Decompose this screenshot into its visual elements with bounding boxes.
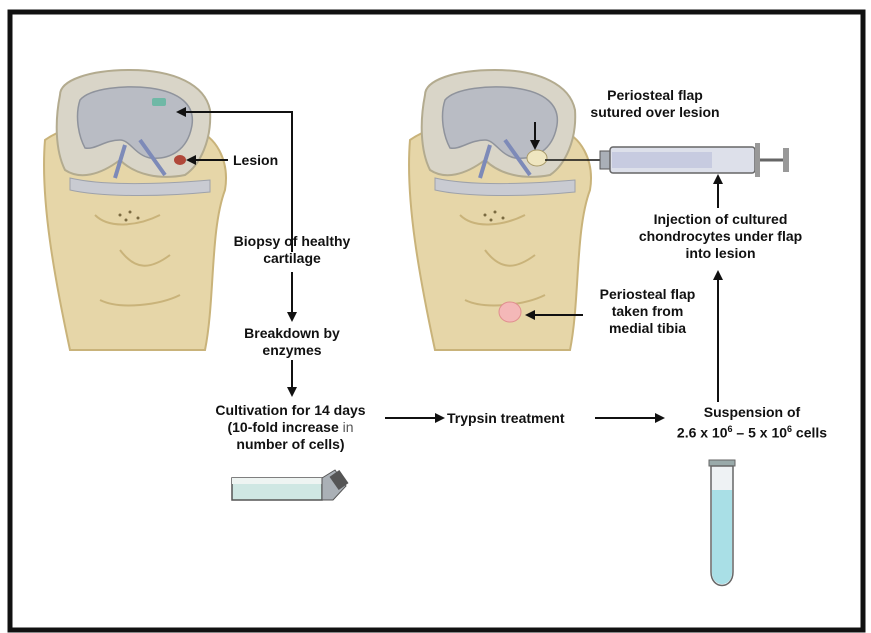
- suspension-base-1: 2.6 x 10: [677, 425, 728, 441]
- suspension-cells: cells: [792, 425, 827, 441]
- breakdown-label: Breakdown by enzymes: [232, 325, 352, 359]
- injection-line-1: Injection of cultured: [638, 211, 803, 228]
- periosteal-flap-donor-site: [499, 302, 521, 322]
- injection-line-3: into lesion: [638, 245, 803, 262]
- flap-sutured-line-1: Periosteal flap: [580, 87, 730, 104]
- trypsin-text: Trypsin treatment: [447, 410, 564, 426]
- cultivation-label: Cultivation for 14 days (10-fold increas…: [198, 402, 383, 453]
- flap-taken-line-1: Periosteal flap: [585, 286, 710, 303]
- flap-sutured-line-2: sutured over lesion: [580, 104, 730, 121]
- culture-flask-illustration: [232, 470, 349, 500]
- cultivation-line-3: number of cells): [198, 436, 383, 453]
- flap-taken-line-3: medial tibia: [585, 320, 710, 337]
- right-knee-illustration: [409, 70, 591, 350]
- injection-line-2: chondrocytes under flap: [638, 228, 803, 245]
- flap-sutured-label: Periosteal flap sutured over lesion: [580, 87, 730, 121]
- flap-taken-line-2: taken from: [585, 303, 710, 320]
- breakdown-line-1: Breakdown by: [232, 325, 352, 342]
- breakdown-line-2: enzymes: [232, 342, 352, 359]
- cultivation-line-1: Cultivation for 14 days: [198, 402, 383, 419]
- lesion-label: Lesion: [233, 152, 278, 169]
- cultivation-line-2: (10-fold increase: [227, 419, 338, 435]
- cultivation-line-2-in: in: [343, 419, 354, 435]
- biopsy-line-2: cartilage: [226, 250, 358, 267]
- suspension-base-2: – 5 x 10: [733, 425, 788, 441]
- trypsin-label: Trypsin treatment: [447, 410, 564, 427]
- lesion-text: Lesion: [233, 152, 278, 168]
- test-tube-illustration: [709, 460, 735, 586]
- suspension-line-1: Suspension of: [667, 404, 837, 421]
- biopsy-line-1: Biopsy of healthy: [226, 233, 358, 250]
- injection-label: Injection of cultured chondrocytes under…: [638, 211, 803, 262]
- flap-taken-label: Periosteal flap taken from medial tibia: [585, 286, 710, 337]
- biopsy-label: Biopsy of healthy cartilage: [226, 233, 358, 267]
- suspension-label: Suspension of 2.6 x 106 – 5 x 106 cells: [667, 404, 837, 442]
